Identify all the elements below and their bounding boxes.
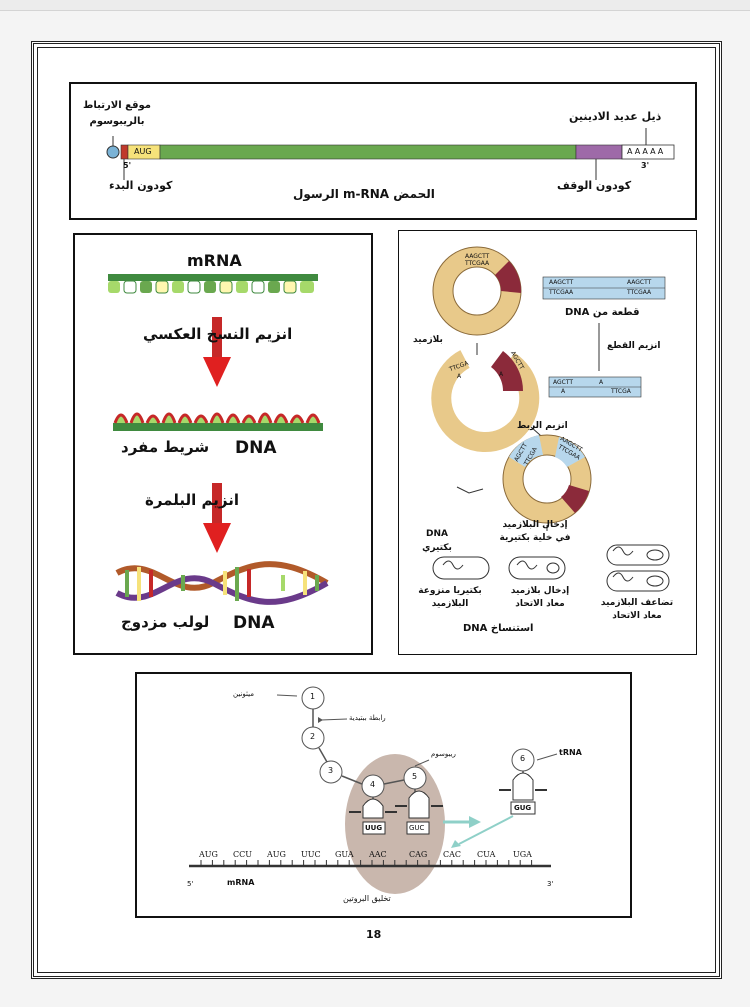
anticodon-2: GUC (409, 824, 425, 832)
five-prime-label: 5' (123, 161, 132, 170)
codon-row: AUG CCU AUG UUC GUA AAC CAG CAC CUA UGA (197, 850, 557, 862)
reverse-transcription-panel: mRNA انزيم النسخ العكسي DNA شريط مفرد ان… (73, 233, 373, 655)
fragment-seq-2: TTCGAA (549, 289, 574, 296)
reverse-transcription-graphic (108, 274, 329, 605)
codon: GUA (335, 850, 354, 859)
fragment-seq-1: AAGCTT (549, 279, 574, 286)
translation-panel: 1 2 3 4 5 6 ميثونين رابطة ببتيدية ريبوسو… (135, 672, 632, 918)
codon: UGA (513, 850, 532, 859)
start-codon-box-label: AUG (134, 147, 152, 156)
anticodon-3: GUG (514, 804, 532, 812)
insert-plasmid-label: إدخال البلازميد في خلية بكتيرية (499, 520, 571, 543)
cut-seq-2: A (599, 379, 604, 386)
peptide-bond-label: رابطة ببتيدية (349, 714, 386, 722)
aa-number-5: 5 (412, 772, 418, 781)
cut-plasmid-seq-3: A (457, 373, 462, 380)
insert-recombinant-label: إدخال بلازميد معاد الاتحاد (510, 586, 570, 609)
page-frame (37, 47, 716, 973)
three-prime-label: 3' (641, 161, 650, 170)
plasmid-label: بلازميد (413, 335, 443, 345)
codon: AUG (267, 850, 286, 859)
three-prime-label: 3' (547, 880, 554, 888)
codon: CAG (409, 850, 428, 859)
single-strand-label: شريط مفرد (121, 438, 210, 456)
mrna-strip-graphic (106, 128, 675, 180)
single-strand-dna-label: DNA (235, 438, 277, 458)
codon: CAC (443, 850, 462, 859)
cut-plasmid-seq-4: A (499, 371, 504, 378)
stop-codon-label: كودون الوقف (557, 179, 632, 192)
anticodon-1: UUG (365, 824, 383, 832)
plasmid-seq-bottom: TTCGAA (465, 260, 490, 267)
codon: CCU (233, 850, 252, 859)
aa-number-6: 6 (520, 754, 526, 763)
aa-number-4: 4 (370, 780, 376, 789)
replication-label: تضاعف البلازميد معاد الاتحاد (600, 598, 674, 621)
ligase-label: انزيم الربط (517, 421, 568, 431)
page-number: 18 (366, 928, 382, 941)
polymerase-label: انزيم البلمرة (145, 491, 239, 509)
plasmid-seq-top: AAGCTT (465, 253, 490, 260)
trna-label: tRNA (559, 748, 582, 757)
five-prime-label: 5' (187, 880, 194, 888)
mrna-strip-title: الحمض m-RNA الرسول (293, 187, 435, 201)
ribosome-label: ريبوسوم (431, 750, 456, 758)
dna-fragment-label: قطعة من DNA (565, 307, 640, 318)
top-bar (0, 0, 750, 11)
fragment-seq-3: AAGCTT (627, 279, 652, 286)
cut-seq-4: TTCGA (611, 388, 631, 395)
mrna-label: mRNA (227, 878, 255, 887)
mrna-structure-panel: AUG AAAAA 5' 3' موقع الارتباط بالريبوسوم… (69, 82, 697, 220)
double-helix-label: لولب مزدوج (121, 613, 210, 631)
cloning-graphic (431, 246, 670, 592)
cloning-title: استنساخ DNA (463, 623, 534, 634)
codon: UUC (301, 850, 321, 859)
start-codon-label: كودون البدء (109, 179, 173, 192)
cut-seq-3: A (561, 388, 566, 395)
cut-seq-1: AGCTT (553, 379, 574, 386)
codon: CUA (477, 850, 496, 859)
fragment-seq-4: TTCGAA (627, 289, 652, 296)
codon: AUG (199, 850, 218, 859)
codon: AAC (369, 850, 387, 859)
bacterial-dna-label: DNA بكتيري (422, 529, 452, 553)
translation-graphic (189, 686, 558, 894)
double-helix-dna-label: DNA (233, 613, 275, 633)
poly-a-tail-label: ذيل عديد الادينين (569, 110, 662, 123)
poly-a-box-label: AAAAA (627, 147, 666, 156)
cutting-enzyme-label: انزيم القطع (607, 341, 661, 351)
protein-synthesis-caption: تخليق البروتين (343, 894, 391, 903)
aa-number-3: 3 (328, 766, 334, 775)
ribosome-site-label: موقع الارتباط بالريبوسوم (83, 100, 151, 127)
mrna-label: mRNA (187, 251, 242, 270)
methionine-label: ميثونين (233, 690, 254, 698)
reverse-transcriptase-label: انزيم النسخ العكسي (143, 325, 293, 343)
dna-cloning-panel: AAGCTT TTCGAA AAGCTT TTCGAA AAGCTT TTCGA… (398, 230, 697, 655)
aa-number-2: 2 (310, 732, 316, 741)
aa-number-1: 1 (310, 692, 316, 701)
bacteria-no-plasmid-label: بكتيريا منزوعة البلازميد (418, 586, 482, 609)
